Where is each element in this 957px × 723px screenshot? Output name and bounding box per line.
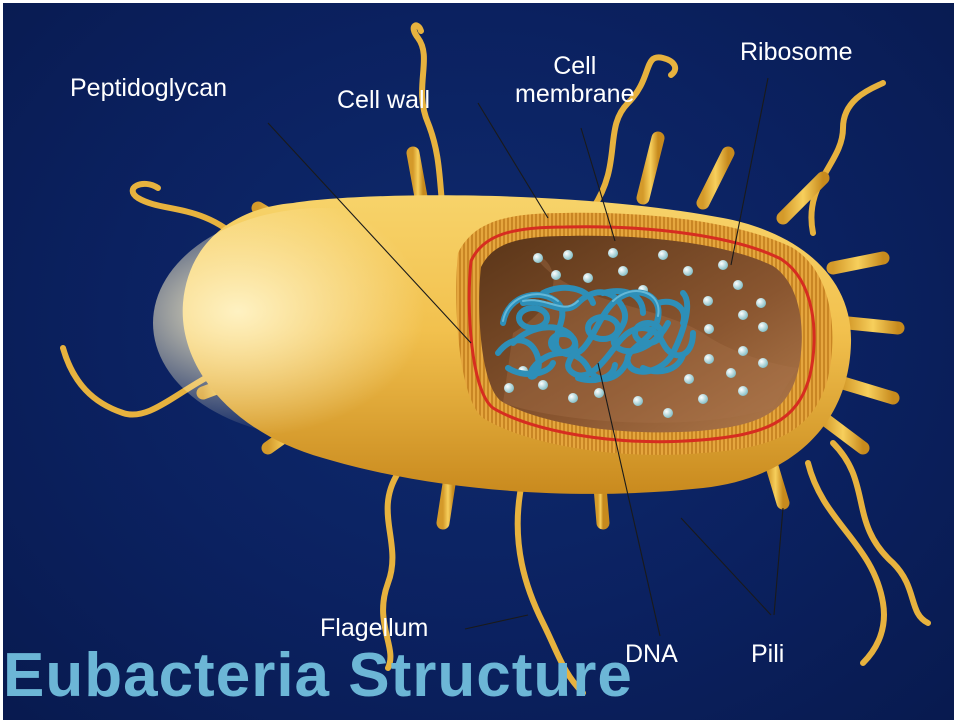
label-peptidoglycan: Peptidoglycan <box>70 75 227 103</box>
label-cell-membrane-line2: membrane <box>515 81 635 109</box>
diagram-panel: Peptidoglycan Cell wall Cell membrane Ri… <box>3 3 954 720</box>
label-dna: DNA <box>625 641 678 669</box>
label-cell-membrane: Cell membrane <box>515 53 635 108</box>
label-pili: Pili <box>751 641 784 669</box>
label-cell-wall: Cell wall <box>337 87 430 115</box>
label-flagellum: Flagellum <box>320 615 428 643</box>
label-cell-membrane-line1: Cell <box>515 53 635 81</box>
bacterium-illustration <box>3 3 954 720</box>
flagellum-top-3 <box>811 83 883 233</box>
label-ribosome: Ribosome <box>740 39 853 67</box>
slide-title: Eubacteria Structure <box>3 645 633 707</box>
flagellum-right-2 <box>808 463 884 663</box>
